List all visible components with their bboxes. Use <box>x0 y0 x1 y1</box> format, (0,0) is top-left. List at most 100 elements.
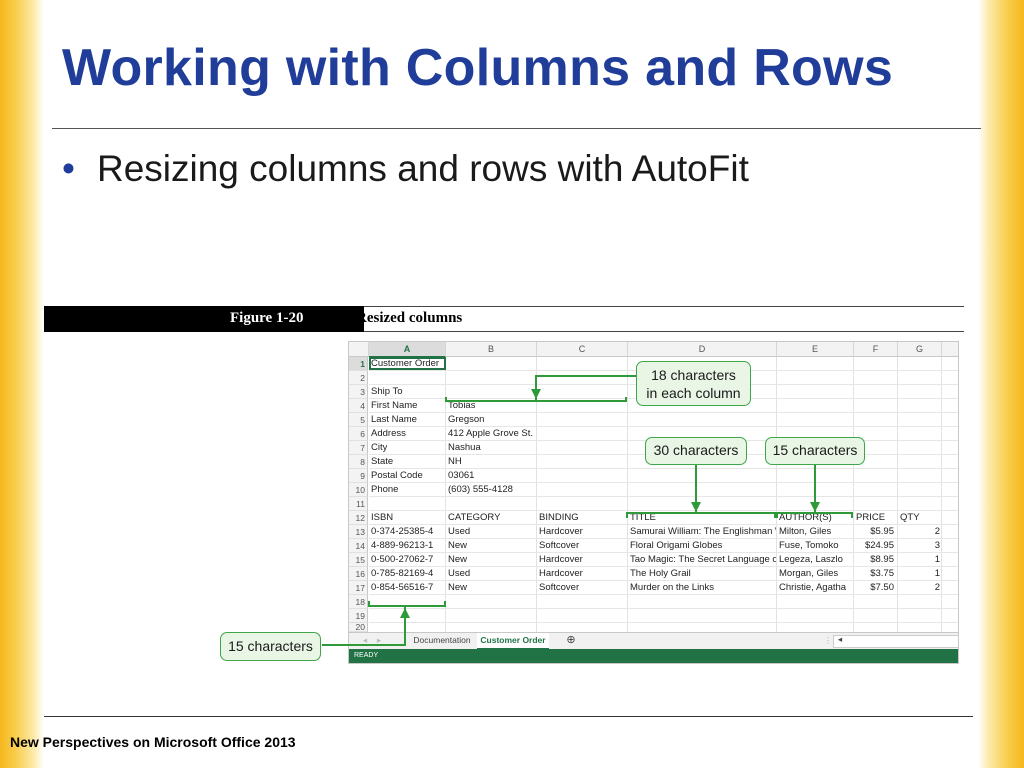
header-title[interactable]: TITLE <box>630 512 656 523</box>
table-cell[interactable]: New <box>448 554 468 565</box>
table-cell[interactable]: $3.75 <box>870 568 894 579</box>
table-cell[interactable]: 0-500-27062-7 <box>371 554 434 565</box>
tab-documentation[interactable]: Documentation <box>413 635 471 645</box>
tab-prev-icon[interactable]: ◂ <box>362 635 368 645</box>
table-cell[interactable]: $7.50 <box>870 582 894 593</box>
cell-a6[interactable]: Address <box>371 428 406 439</box>
table-cell[interactable]: Milton, Giles <box>779 526 832 537</box>
table-cell[interactable]: Hardcover <box>539 554 583 565</box>
callout-15-characters-top: 15 characters <box>765 437 865 465</box>
column-header-c[interactable]: C <box>537 342 628 357</box>
table-cell[interactable]: 2 <box>934 526 940 537</box>
row-header[interactable]: 18 <box>349 595 368 609</box>
select-all-corner[interactable] <box>349 342 369 357</box>
row-header[interactable]: 7 <box>349 441 368 455</box>
table-cell[interactable]: Hardcover <box>539 568 583 579</box>
row-header[interactable]: 12 <box>349 511 368 525</box>
table-cell[interactable]: Morgan, Giles <box>779 568 839 579</box>
scroll-left-icon[interactable]: ◂ <box>837 634 843 644</box>
table-cell[interactable]: Used <box>448 526 471 537</box>
cell-a7[interactable]: City <box>371 442 388 453</box>
row-header[interactable]: 10 <box>349 483 368 497</box>
bullet-dot-icon: • <box>62 148 75 189</box>
table-cell[interactable]: Murder on the Links <box>630 582 714 593</box>
row-header[interactable]: 2 <box>349 371 368 385</box>
cell-b7[interactable]: Nashua <box>448 442 481 453</box>
table-cell[interactable]: Legeza, Laszlo <box>779 554 843 565</box>
row-header[interactable]: 6 <box>349 427 368 441</box>
table-cell[interactable]: Used <box>448 568 471 579</box>
header-qty[interactable]: QTY <box>900 512 920 523</box>
column-header-f[interactable]: F <box>854 342 898 357</box>
cell-b4[interactable]: Tobias <box>448 400 476 411</box>
row-header[interactable]: 8 <box>349 455 368 469</box>
table-cell[interactable]: 2 <box>934 582 940 593</box>
table-cell[interactable]: Fuse, Tomoko <box>779 540 839 551</box>
cell-a10[interactable]: Phone <box>371 484 399 495</box>
gridline <box>536 357 537 632</box>
row-header[interactable]: 17 <box>349 581 368 595</box>
table-cell[interactable]: 3 <box>934 540 940 551</box>
table-cell[interactable]: New <box>448 582 468 593</box>
table-cell[interactable]: 0-854-56516-7 <box>371 582 434 593</box>
cell-b5[interactable]: Gregson <box>448 414 485 425</box>
column-header-b[interactable]: B <box>446 342 537 357</box>
row-header[interactable]: 11 <box>349 497 368 511</box>
gridline <box>369 608 958 609</box>
row-header[interactable]: 15 <box>349 553 368 567</box>
row-header[interactable]: 16 <box>349 567 368 581</box>
cell-a3[interactable]: Ship To <box>371 386 403 397</box>
cell-a8[interactable]: State <box>371 456 394 467</box>
row-header[interactable]: 14 <box>349 539 368 553</box>
table-cell[interactable]: Softcover <box>539 582 580 593</box>
table-cell[interactable]: Softcover <box>539 540 580 551</box>
add-sheet-icon[interactable]: ⊕ <box>566 634 576 646</box>
table-cell[interactable]: 0-785-82169-4 <box>371 568 434 579</box>
gridline <box>776 357 777 632</box>
row-header[interactable]: 19 <box>349 609 368 623</box>
cell-b8[interactable]: NH <box>448 456 462 467</box>
column-header-g[interactable]: G <box>898 342 942 357</box>
table-cell[interactable]: The Holy Grail <box>630 568 691 579</box>
row-header[interactable]: 1 <box>349 357 368 371</box>
table-cell[interactable]: Christie, Agatha <box>779 582 847 593</box>
row-header[interactable]: 5 <box>349 413 368 427</box>
column-header-d[interactable]: D <box>628 342 777 357</box>
header-category[interactable]: CATEGORY <box>448 512 501 523</box>
active-cell-a1[interactable] <box>369 357 446 370</box>
table-cell[interactable]: $8.95 <box>870 554 894 565</box>
cell-a1[interactable]: Customer Order <box>371 358 440 369</box>
table-cell[interactable]: 1 <box>934 554 940 565</box>
gridline <box>853 357 854 632</box>
table-cell[interactable]: 1 <box>934 568 940 579</box>
table-cell[interactable]: Hardcover <box>539 526 583 537</box>
header-binding[interactable]: BINDING <box>539 512 579 523</box>
row-header[interactable]: 13 <box>349 525 368 539</box>
row-header[interactable]: 4 <box>349 399 368 413</box>
row-header[interactable]: 3 <box>349 385 368 399</box>
table-cell[interactable]: Tao Magic: The Secret Language of <box>630 554 776 565</box>
row-header[interactable]: 20 <box>349 623 368 632</box>
header-authors[interactable]: AUTHOR(S) <box>779 512 832 523</box>
table-cell[interactable]: 0-374-25385-4 <box>371 526 434 537</box>
table-cell[interactable]: Floral Origami Globes <box>630 540 723 551</box>
row-header[interactable]: 9 <box>349 469 368 483</box>
header-price[interactable]: PRICE <box>856 512 886 523</box>
spreadsheet: A B C D E F G 1 2 3 4 5 6 7 8 9 10 11 12… <box>348 341 959 664</box>
table-cell[interactable]: 4-889-96213-1 <box>371 540 434 551</box>
cell-a4[interactable]: First Name <box>371 400 418 411</box>
cell-b9[interactable]: 03061 <box>448 470 475 481</box>
table-cell[interactable]: $5.95 <box>870 526 894 537</box>
horizontal-scrollbar[interactable] <box>833 635 958 648</box>
tab-next-icon[interactable]: ▸ <box>376 635 382 645</box>
table-cell[interactable]: $24.95 <box>864 540 894 551</box>
cell-a5[interactable]: Last Name <box>371 414 417 425</box>
table-cell[interactable]: Samurai William: The Englishman W <box>630 526 776 537</box>
cell-a9[interactable]: Postal Code <box>371 470 423 481</box>
column-header-e[interactable]: E <box>777 342 854 357</box>
table-cell[interactable]: New <box>448 540 468 551</box>
header-isbn[interactable]: ISBN <box>371 512 394 523</box>
cell-b10[interactable]: (603) 555-4128 <box>448 484 513 495</box>
bracket-e <box>776 512 853 518</box>
cell-b6[interactable]: 412 Apple Grove St. <box>448 428 534 439</box>
